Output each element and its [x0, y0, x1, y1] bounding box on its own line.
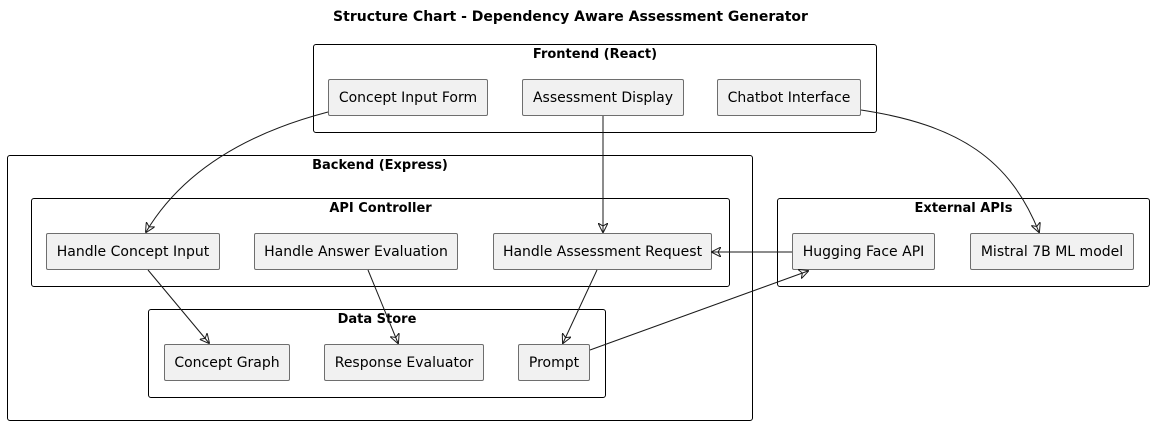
- mistral-model-node: Mistral 7B ML model: [970, 233, 1134, 270]
- assessment-display-node: Assessment Display: [522, 79, 684, 116]
- concept-input-form-node: Concept Input Form: [328, 79, 488, 116]
- hugging-face-api-node: Hugging Face API: [792, 233, 935, 270]
- chatbot-interface-node: Chatbot Interface: [717, 79, 861, 116]
- backend-package-title: Backend (Express): [312, 158, 448, 173]
- handle-assessment-request-node: Handle Assessment Request: [493, 233, 712, 270]
- prompt-node: Prompt: [518, 344, 590, 381]
- api-controller-package-title: API Controller: [329, 201, 432, 216]
- data-store-package-title: Data Store: [337, 312, 417, 327]
- frontend-package-title: Frontend (React): [532, 47, 658, 62]
- external-apis-package-title: External APIs: [914, 201, 1013, 216]
- concept-graph-node: Concept Graph: [164, 344, 290, 381]
- diagram-title: Structure Chart - Dependency Aware Asses…: [333, 9, 808, 25]
- response-evaluator-node: Response Evaluator: [324, 344, 484, 381]
- handle-concept-input-node: Handle Concept Input: [46, 233, 220, 270]
- handle-answer-evaluation-node: Handle Answer Evaluation: [254, 233, 458, 270]
